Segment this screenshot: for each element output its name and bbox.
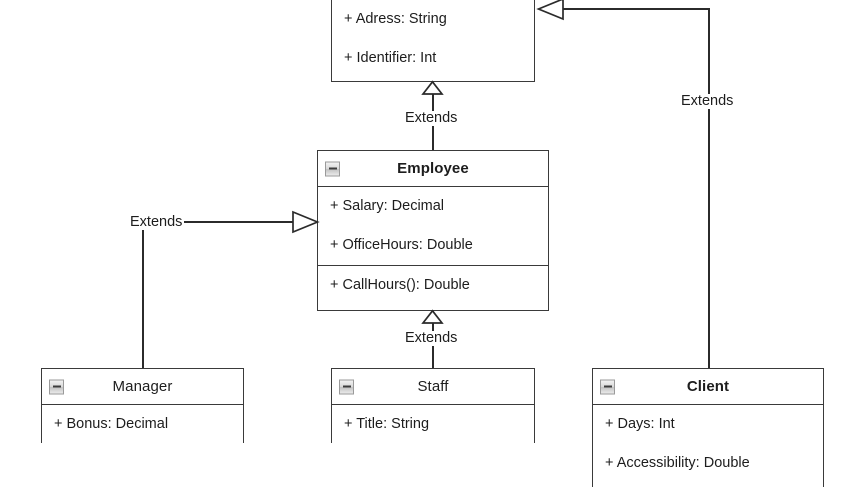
connector-manager-horizontal-segment[interactable] xyxy=(142,221,295,223)
minus-glyph xyxy=(603,385,612,388)
minus-icon-employee[interactable] xyxy=(325,161,340,176)
superclass-attribute-0: + Adress: String xyxy=(344,11,447,28)
minus-icon-client[interactable] xyxy=(600,379,615,394)
staff-attribute-0: + Title: String xyxy=(344,416,430,433)
employee-operations-compartment: + CallHours(): Double xyxy=(318,265,548,305)
uml-class-staff[interactable]: Staff + Title: String xyxy=(331,368,535,444)
edge-label-staff-extends: Extends xyxy=(403,330,460,346)
employee-header: Employee xyxy=(318,151,548,187)
superclass-attributes-compartment: + Adress: String + Identifier: Int xyxy=(332,0,534,78)
employee-class-name: Employee xyxy=(397,160,469,177)
staff-attributes-compartment: + Title: String xyxy=(332,405,534,444)
superclass-attribute-1: + Identifier: Int xyxy=(344,50,437,67)
manager-attributes-compartment: + Bonus: Decimal xyxy=(42,405,243,444)
client-attributes-compartment: + Days: Int + Accessibility: Double xyxy=(593,405,823,483)
connector-client-vertical-segment[interactable] xyxy=(708,9,710,368)
manager-attribute-0: + Bonus: Decimal xyxy=(54,416,169,433)
connector-manager-vertical-segment[interactable] xyxy=(142,222,144,368)
manager-class-name: Manager xyxy=(112,378,173,395)
hollow-triangle-right-icon-manager xyxy=(292,210,320,234)
minus-icon-manager[interactable] xyxy=(49,379,64,394)
client-header: Client xyxy=(593,369,823,405)
employee-attributes-compartment: + Salary: Decimal + OfficeHours: Double xyxy=(318,187,548,265)
client-attribute-1: + Accessibility: Double xyxy=(605,455,750,472)
hollow-triangle-up-icon-staff xyxy=(421,309,444,324)
edge-label-employee-extends: Extends xyxy=(403,110,460,126)
employee-attribute-0: + Salary: Decimal xyxy=(330,198,445,215)
uml-class-client[interactable]: Client + Days: Int + Accessibility: Doub… xyxy=(592,368,824,487)
edge-label-client-extends: Extends xyxy=(679,93,736,109)
minus-glyph xyxy=(328,167,337,170)
uml-class-employee[interactable]: Employee + Salary: Decimal + OfficeHours… xyxy=(317,150,549,311)
manager-header: Manager xyxy=(42,369,243,405)
employee-operation-0: + CallHours(): Double xyxy=(330,277,470,294)
hollow-triangle-left-icon-client xyxy=(536,0,564,21)
client-attribute-0: + Days: Int xyxy=(605,416,675,433)
hollow-triangle-up-icon-employee xyxy=(421,80,444,95)
minus-glyph xyxy=(342,385,351,388)
uml-class-superclass[interactable]: + Adress: String + Identifier: Int xyxy=(331,0,535,82)
edge-label-manager-extends: Extends xyxy=(128,214,185,230)
staff-header: Staff xyxy=(332,369,534,405)
employee-attribute-1: + OfficeHours: Double xyxy=(330,237,473,254)
minus-icon-staff[interactable] xyxy=(339,379,354,394)
connector-client-horizontal-segment[interactable] xyxy=(563,8,710,10)
staff-class-name: Staff xyxy=(417,378,449,395)
uml-class-manager[interactable]: Manager + Bonus: Decimal xyxy=(41,368,244,444)
minus-glyph xyxy=(52,385,61,388)
client-class-name: Client xyxy=(686,378,730,395)
